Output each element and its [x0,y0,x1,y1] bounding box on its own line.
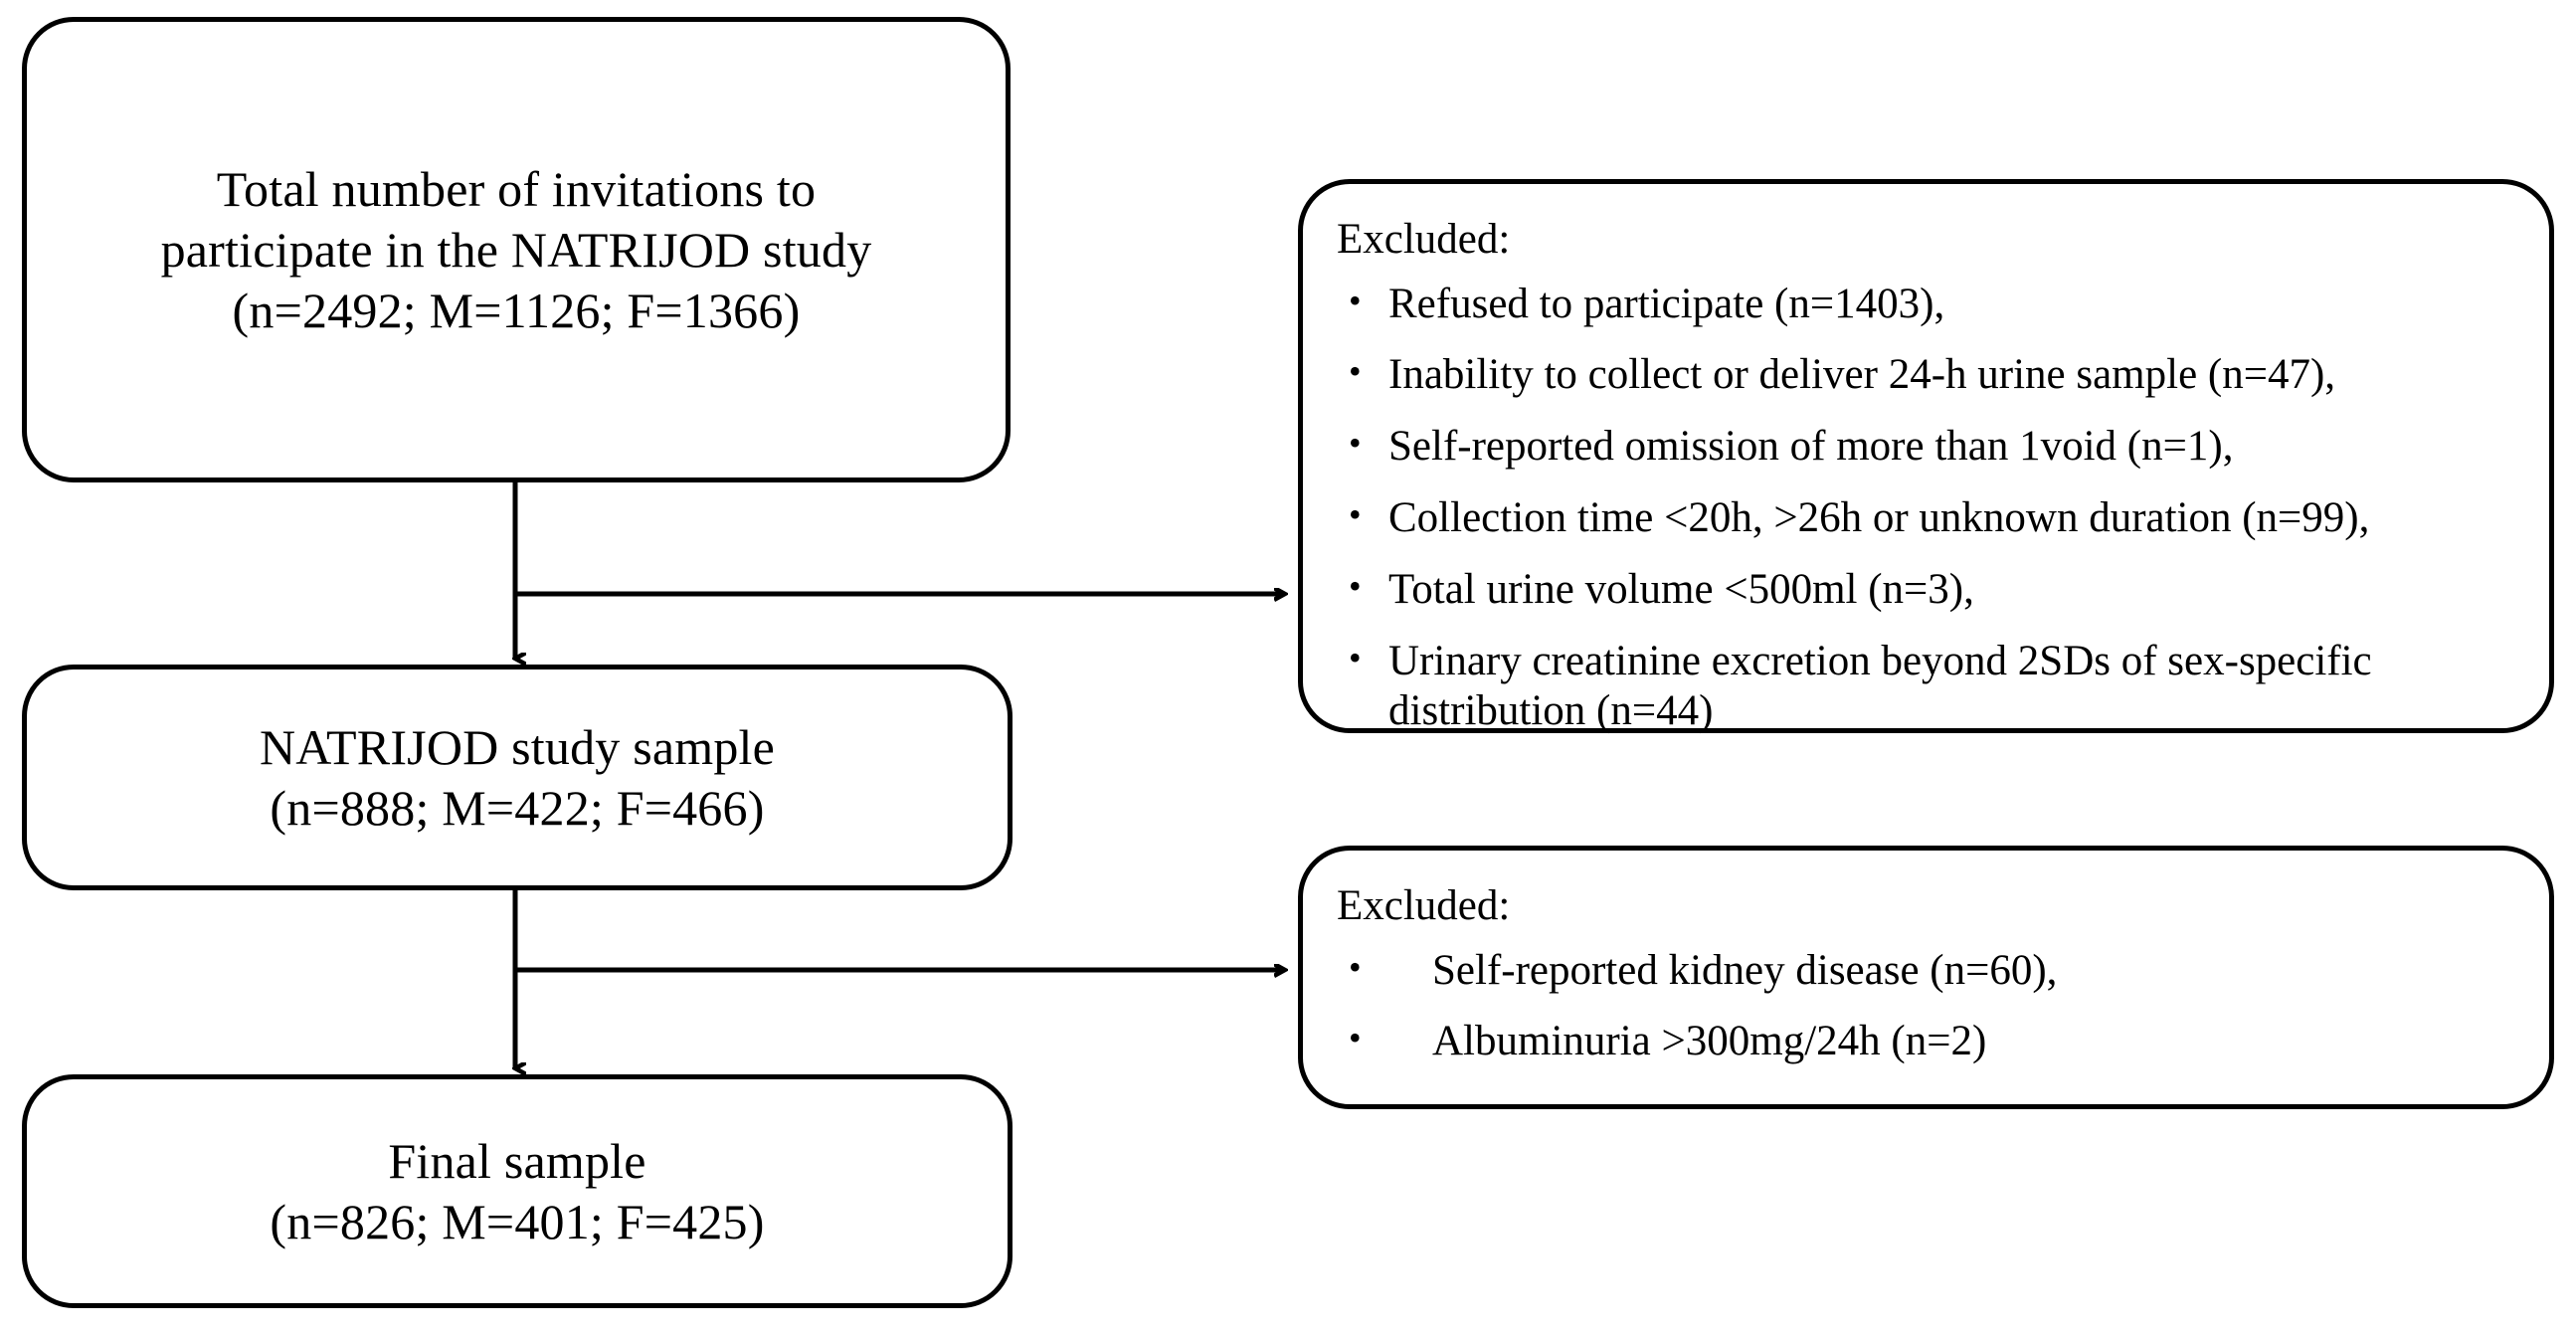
exclusions-first-title: Excluded: [1337,216,1511,263]
node-study-sample-label: NATRIJOD study sample (n=888; M=422; F=4… [259,718,776,836]
list-item: • Self-reported omission of more than 1v… [1337,422,2515,472]
exclusions-second-list: • Self-reported kidney disease (n=60), •… [1337,946,2515,1067]
list-item: • Collection time <20h, >26h or unknown … [1337,493,2515,543]
list-item-label: Urinary creatinine excretion beyond 2SDs… [1388,637,2372,734]
bullet-icon: • [1349,566,1362,607]
bullet-icon: • [1349,351,1362,392]
exclusions-second-content: Excluded: • Self-reported kidney disease… [1303,851,2549,1088]
exclusions-box-first[interactable]: Excluded: • Refused to participate (n=14… [1298,179,2554,734]
list-item-label: Collection time <20h, >26h or unknown du… [1388,494,2370,542]
exclusions-first-list: • Refused to participate (n=1403), • Ina… [1337,280,2515,736]
list-item-label: Albuminuria >300mg/24h (n=2) [1432,1018,1987,1065]
bullet-icon: • [1349,423,1362,464]
list-item-label: Total urine volume <500ml (n=3), [1388,566,1974,614]
exclusions-first-content: Excluded: • Refused to participate (n=14… [1303,184,2549,758]
list-item-label: Inability to collect or deliver 24-h uri… [1388,351,2336,399]
list-item-label: Self-reported kidney disease (n=60), [1432,946,2058,994]
list-item: • Total urine volume <500ml (n=3), [1337,565,2515,615]
node-study-sample[interactable]: NATRIJOD study sample (n=888; M=422; F=4… [22,665,1012,890]
bullet-icon: • [1349,946,1362,987]
list-item-label: Refused to participate (n=1403), [1388,280,1945,327]
node-final-sample-label: Final sample (n=826; M=401; F=425) [270,1132,765,1249]
node-final-sample[interactable]: Final sample (n=826; M=401; F=425) [22,1074,1012,1308]
node-total-invitations[interactable]: Total number of invitations to participa… [22,17,1011,482]
list-item: • Self-reported kidney disease (n=60), [1337,946,2515,996]
list-item: • Inability to collect or deliver 24-h u… [1337,350,2515,400]
bullet-icon: • [1349,637,1362,677]
bullet-icon: • [1349,494,1362,535]
bullet-icon: • [1349,1018,1362,1058]
node-total-invitations-label: Total number of invitations to participa… [160,160,872,338]
exclusions-box-second[interactable]: Excluded: • Self-reported kidney disease… [1298,846,2554,1109]
list-item: • Refused to participate (n=1403), [1337,280,2515,329]
list-item: • Urinary creatinine excretion beyond 2S… [1337,637,2515,736]
list-item-label: Self-reported omission of more than 1voi… [1388,423,2234,471]
bullet-icon: • [1349,280,1362,320]
exclusions-second-title: Excluded: [1337,882,1511,929]
list-item: • Albuminuria >300mg/24h (n=2) [1337,1017,2515,1066]
